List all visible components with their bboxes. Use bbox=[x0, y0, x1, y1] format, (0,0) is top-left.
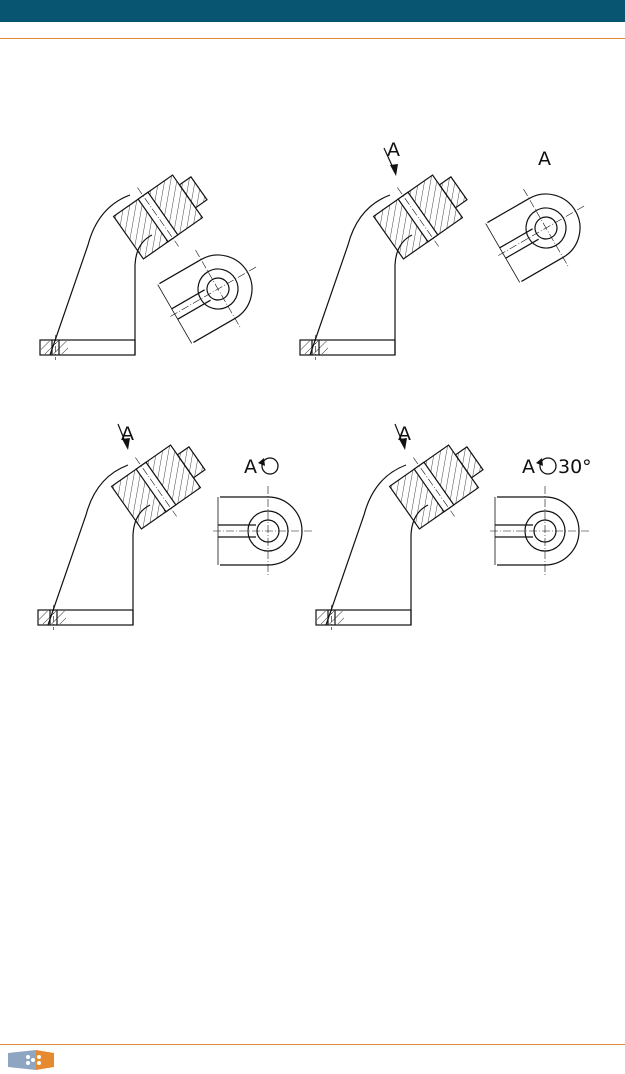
figure-3: A A bbox=[37, 423, 314, 631]
figure-1 bbox=[39, 158, 281, 361]
header-rule bbox=[0, 38, 625, 39]
view-label-4: A bbox=[522, 456, 535, 478]
header-bar bbox=[0, 0, 625, 22]
publisher-logo-icon bbox=[8, 1050, 54, 1070]
section-label-2: A bbox=[387, 139, 400, 161]
rotation-arrow-icon bbox=[536, 457, 557, 475]
section-label-3: A bbox=[121, 423, 134, 445]
view-label-3: A bbox=[244, 456, 257, 478]
view-label-2: A bbox=[538, 148, 551, 170]
rotation-arrow-icon bbox=[258, 457, 279, 475]
figure-4: A A 30° bbox=[315, 423, 592, 631]
rotation-angle-label: 30° bbox=[558, 456, 592, 478]
figure-2: A A bbox=[299, 139, 609, 361]
section-label-4: A bbox=[398, 423, 411, 445]
footer-rule bbox=[0, 1044, 625, 1045]
